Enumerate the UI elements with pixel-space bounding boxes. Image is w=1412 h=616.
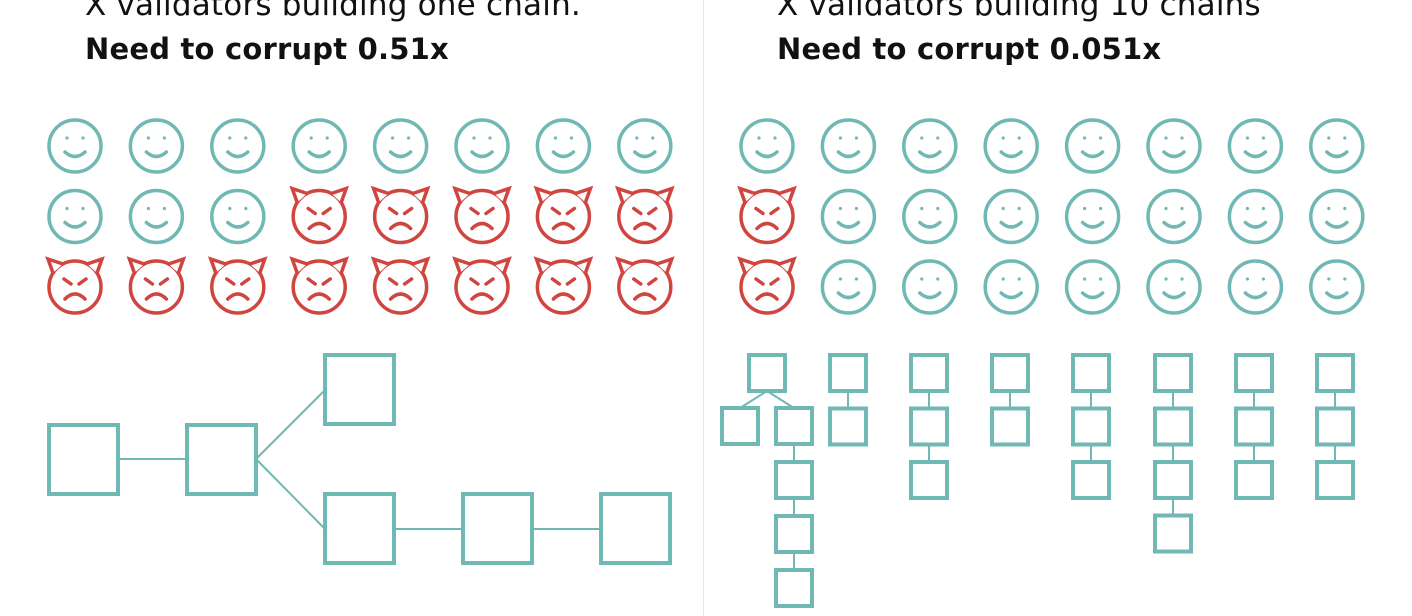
honest-validator-icon [1064, 259, 1121, 315]
right-headline: Need to corrupt 0.051x [777, 32, 1162, 66]
honest-validator-icon [902, 188, 958, 245]
corrupt-validator-icon [614, 256, 675, 315]
honest-validator-icon [1064, 188, 1121, 245]
block [909, 460, 949, 500]
block [1153, 460, 1193, 500]
right-caption: X validators building 10 chains [777, 0, 1261, 23]
honest-validator-icon [1064, 118, 1121, 174]
corrupt-validator-icon [614, 185, 675, 245]
block [1071, 406, 1111, 447]
honest-validator-icon [210, 118, 266, 174]
corrupt-validator-icon [452, 185, 512, 245]
honest-validator-icon [1309, 259, 1365, 315]
honest-validator-icon [128, 118, 185, 174]
corrupt-validator-icon [207, 256, 268, 315]
block [909, 406, 949, 447]
honest-validator-icon [47, 118, 103, 174]
block [1315, 406, 1355, 447]
block [323, 353, 396, 426]
honest-validator-icon [1227, 118, 1284, 174]
honest-validator-icon [1227, 259, 1284, 315]
block-link [255, 458, 326, 530]
block [1234, 353, 1274, 393]
honest-validator-icon [128, 188, 185, 245]
honest-validator-icon [1146, 118, 1202, 174]
corrupt-validator-icon [452, 256, 512, 315]
honest-validator-icon [210, 188, 266, 245]
honest-validator-icon [983, 259, 1039, 315]
corrupt-validator-icon [533, 256, 594, 315]
block [720, 406, 760, 446]
panel-divider [703, 0, 704, 616]
corrupt-validator-icon [370, 185, 431, 245]
block [774, 460, 814, 500]
block [1071, 353, 1111, 393]
block [909, 353, 949, 393]
honest-validator-icon [739, 118, 795, 174]
block-link [255, 389, 326, 460]
honest-validator-icon [820, 118, 877, 174]
block [774, 514, 814, 554]
block-link [739, 390, 768, 409]
block [990, 406, 1030, 447]
block-link [766, 390, 795, 409]
corrupt-validator-icon [533, 185, 594, 245]
honest-validator-icon [535, 118, 592, 174]
block [828, 406, 868, 447]
honest-validator-icon [291, 118, 347, 174]
honest-validator-icon [1146, 188, 1202, 245]
honest-validator-icon [1227, 188, 1284, 245]
block [185, 423, 258, 496]
honest-validator-icon [47, 188, 103, 245]
block [1153, 513, 1193, 554]
block [1071, 460, 1111, 500]
block [47, 423, 120, 496]
block [774, 568, 814, 608]
honest-validator-icon [454, 118, 510, 174]
honest-validator-icon [1309, 188, 1365, 245]
block [1153, 406, 1193, 447]
honest-validator-icon [1309, 118, 1365, 174]
honest-validator-icon [820, 188, 877, 245]
corrupt-validator-icon [289, 185, 350, 245]
corrupt-validator-icon [370, 256, 431, 315]
block [774, 406, 814, 446]
block [323, 492, 396, 565]
honest-validator-icon [983, 118, 1039, 174]
honest-validator-icon [820, 259, 877, 315]
honest-validator-icon [1146, 259, 1202, 315]
block [461, 492, 534, 565]
block [1315, 353, 1355, 393]
honest-validator-icon [902, 259, 958, 315]
block [1315, 460, 1355, 500]
block [1234, 460, 1274, 500]
block [747, 353, 787, 393]
left-caption: X validators building one chain. [85, 0, 581, 23]
block [1234, 406, 1274, 447]
honest-validator-icon [372, 118, 429, 174]
corrupt-validator-icon [737, 185, 797, 245]
corrupt-validator-icon [45, 256, 105, 315]
honest-validator-icon [983, 188, 1039, 245]
corrupt-validator-icon [126, 256, 187, 315]
block [599, 492, 672, 565]
honest-validator-icon [617, 118, 673, 174]
block [990, 353, 1030, 393]
honest-validator-icon [902, 118, 958, 174]
corrupt-validator-icon [737, 256, 797, 315]
block [1153, 353, 1193, 393]
block [828, 353, 868, 393]
left-headline: Need to corrupt 0.51x [85, 32, 449, 66]
corrupt-validator-icon [289, 256, 350, 315]
